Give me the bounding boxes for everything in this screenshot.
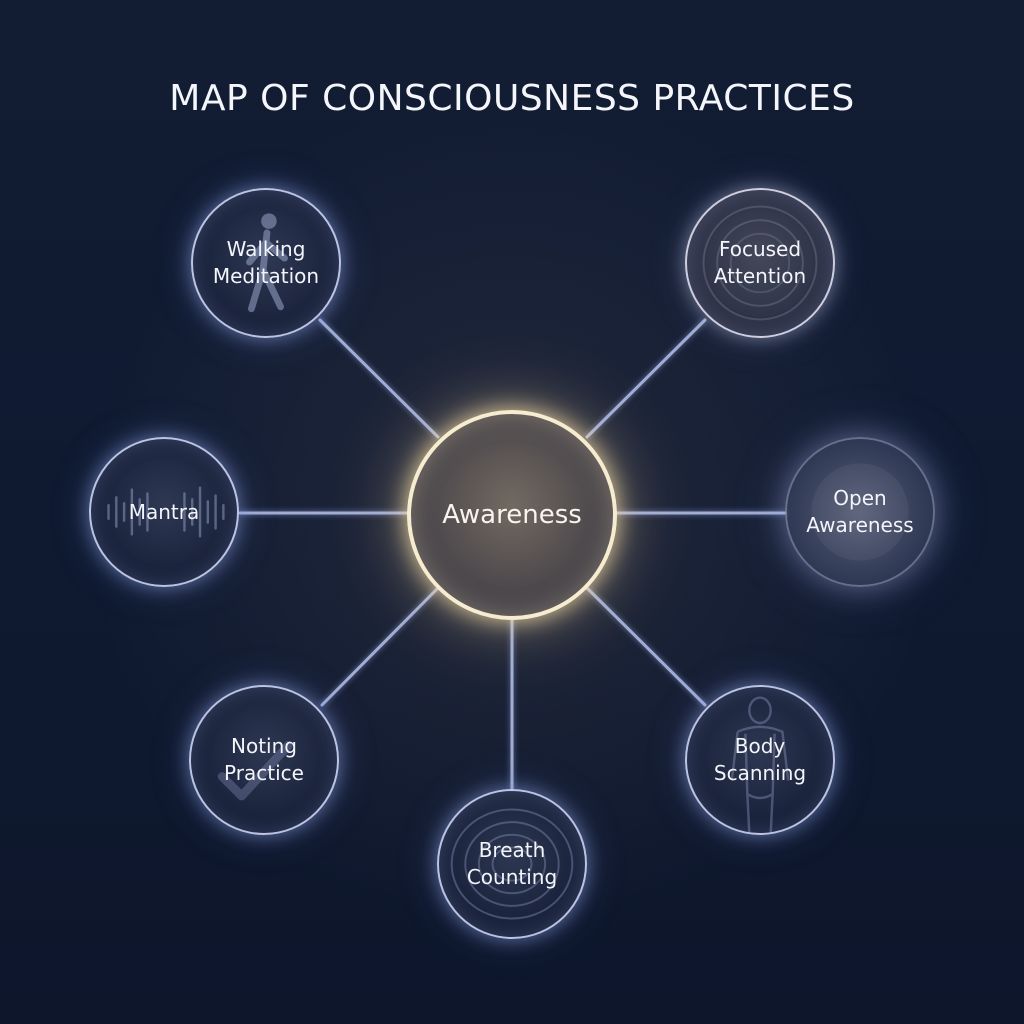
ripple-icon	[450, 808, 574, 920]
node-breath-counting[interactable]: Breath Counting	[437, 789, 587, 939]
diagram-title: MAP OF CONSCIOUSNESS PRACTICES	[169, 78, 855, 119]
node-label: Open Awareness	[806, 486, 914, 537]
checkmark-icon	[217, 741, 293, 801]
node-noting-practice[interactable]: Noting Practice	[189, 685, 339, 835]
node-label: Mantra	[128, 499, 200, 524]
node-label: Body Scanning	[713, 734, 807, 785]
node-mantra[interactable]: Mantra	[89, 437, 239, 587]
node-focused-attention[interactable]: Focused Attention	[685, 188, 835, 338]
center-label: Awareness	[442, 500, 582, 530]
concentric-rings-icon	[702, 205, 818, 321]
node-label: Focused Attention	[713, 237, 807, 288]
node-label: Walking Meditation	[212, 237, 320, 288]
sound-wave-icon	[107, 486, 225, 538]
node-label: Noting Practice	[224, 734, 304, 785]
node-body-scanning[interactable]: Body Scanning	[685, 685, 835, 835]
connector-noting-practice	[320, 586, 440, 707]
connector-walking-meditation	[318, 318, 440, 439]
soft-glow-icon	[811, 463, 909, 561]
connector-focused-attention	[585, 318, 707, 439]
node-label: Breath Counting	[466, 838, 558, 889]
node-walking-meditation[interactable]: Walking Meditation	[191, 188, 341, 338]
node-awareness-center[interactable]: Awareness	[407, 410, 617, 620]
human-silhouette-icon	[730, 696, 790, 833]
walking-person-icon	[246, 213, 288, 313]
node-open-awareness[interactable]: Open Awareness	[785, 437, 935, 587]
connector-body-scanning	[585, 586, 707, 707]
